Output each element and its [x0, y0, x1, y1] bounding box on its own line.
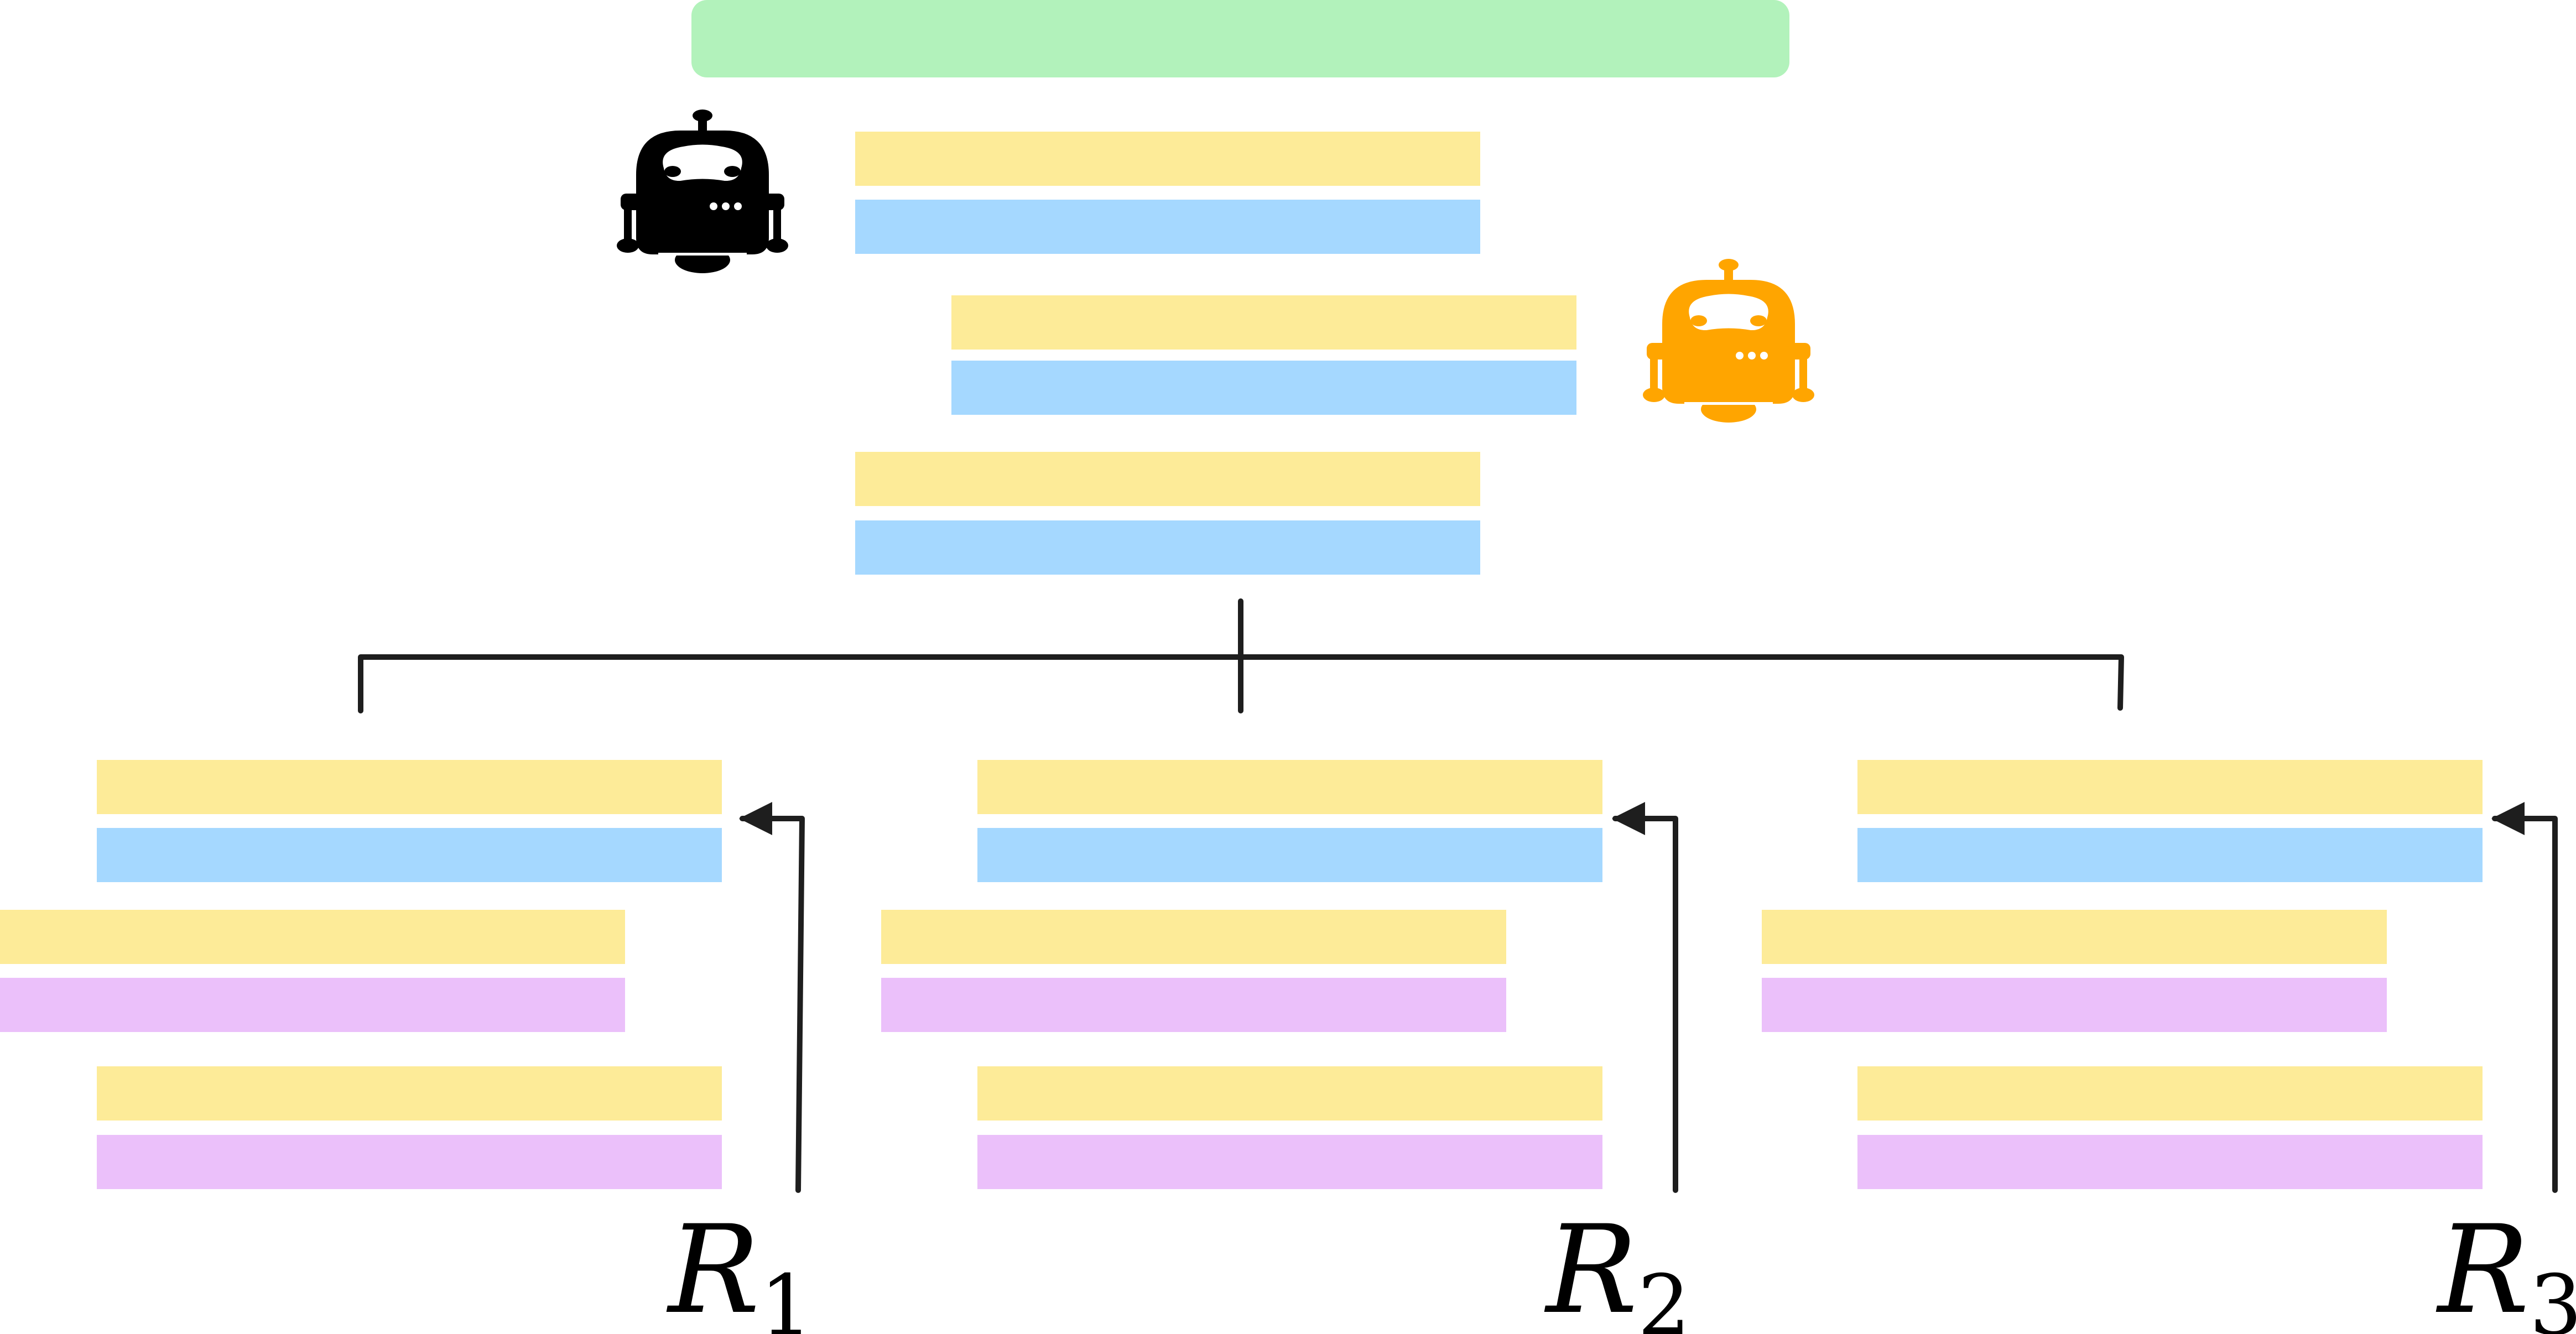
- branch-2: [881, 760, 1602, 1189]
- branch-2-turn-1-response: [977, 828, 1602, 882]
- branch-3-turn-3-message: [1857, 1066, 2483, 1121]
- prompt-bar: [691, 0, 1789, 77]
- branch-1-turn-2-message: [0, 910, 625, 964]
- branch-3: [1762, 760, 2483, 1189]
- robot-icon: [1643, 259, 1814, 423]
- turn-3-response: [855, 520, 1480, 575]
- robot-icon: [617, 110, 788, 273]
- branch-1: [0, 760, 722, 1189]
- branch-1-turn-3-response: [97, 1135, 722, 1189]
- branch-connector: [358, 598, 2124, 713]
- reward-2-label: R2: [1544, 1199, 1690, 1334]
- branch-3-turn-1-response: [1857, 828, 2483, 882]
- branch-3-turn-2-response: [1762, 978, 2387, 1032]
- branch-3-turn-2-message: [1762, 910, 2387, 964]
- branch-2-turn-2-message: [881, 910, 1506, 964]
- reward-1-label: R1: [666, 1199, 813, 1334]
- branch-1-turn-3-message: [97, 1066, 722, 1121]
- shared-conversation: [855, 132, 1576, 575]
- branch-2-turn-3-response: [977, 1135, 1602, 1189]
- turn-3-agent-message: [855, 452, 1480, 506]
- reward-2-arrow: [1612, 802, 1678, 1193]
- reward-3-arrow: [2491, 802, 2558, 1193]
- turn-1-agent-message: [855, 132, 1480, 186]
- branch-2-turn-1-message: [977, 760, 1602, 814]
- branch-3-turn-1-message: [1857, 760, 2483, 814]
- turn-2-response: [951, 361, 1576, 415]
- turn-1-response: [855, 200, 1480, 254]
- branch-2-turn-2-response: [881, 978, 1506, 1032]
- reward-3-label: R3: [2436, 1199, 2576, 1334]
- branch-1-turn-1-response: [97, 828, 722, 882]
- branch-2-turn-3-message: [977, 1066, 1602, 1121]
- branch-1-turn-2-response: [0, 978, 625, 1032]
- reward-1-arrow: [739, 802, 805, 1193]
- turn-2-agent-message: [951, 295, 1576, 350]
- branch-3-turn-3-response: [1857, 1135, 2483, 1189]
- branch-1-turn-1-message: [97, 760, 722, 814]
